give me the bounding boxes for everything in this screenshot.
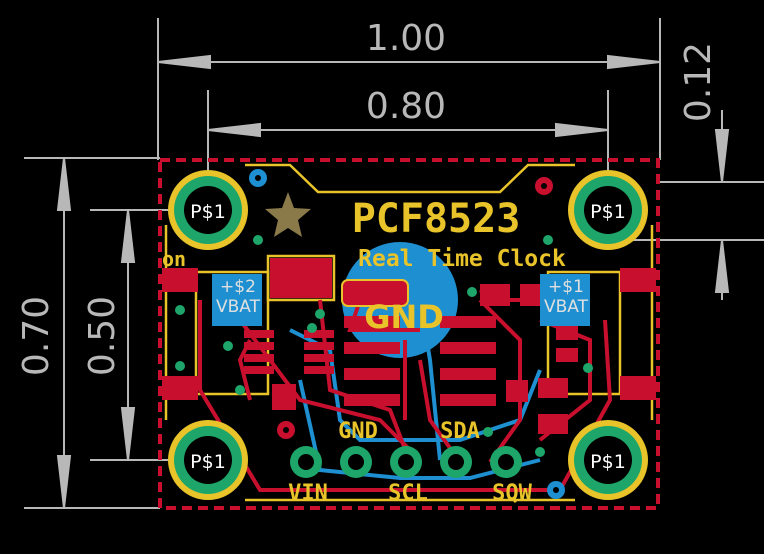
pin-label-scl: SCL [388,481,428,506]
logo-flower-icon [265,192,311,237]
left-pad-top-label: +$2 [220,277,256,297]
pin-label-gnd: GND [338,419,378,444]
dimension-height-inner: 0.50 [82,296,123,376]
left-pad-bottom-label: VBAT [216,297,261,317]
mounting-holes [168,170,648,500]
dimension-width-inner: 0.80 [366,86,446,127]
vias [249,169,565,499]
battery-pad-left [212,274,262,326]
mount-hole-label-tl: P$1 [190,201,226,223]
crystal-pad [341,279,409,307]
pin-label-vin: VIN [288,481,328,506]
right-pad-bottom-label: VBAT [544,297,589,317]
mount-hole-label-tr: P$1 [590,201,626,223]
dimension-width-outer: 1.00 [366,18,446,59]
switch-label: on [162,247,186,271]
dimension-height-outer: 0.70 [16,296,57,376]
board-outline [158,158,660,510]
mount-hole-label-bl: P$1 [190,451,226,473]
dimension-offset-top: 0.12 [678,42,719,122]
pin-label-sqw: SQW [492,481,532,506]
chip-name: PCF8523 [352,196,521,242]
battery-pad-right [540,274,590,326]
right-pad-top-label: +$1 [548,277,584,297]
smd-pads [162,258,656,434]
small-vias [175,235,593,457]
header-pins [290,446,522,478]
dimension-lines [24,18,764,509]
mount-hole-label-br: P$1 [590,451,626,473]
board-subtitle: Real Time Clock [358,246,566,272]
pin-label-sda: SDA [440,419,480,444]
ground-label: GND [364,298,444,336]
